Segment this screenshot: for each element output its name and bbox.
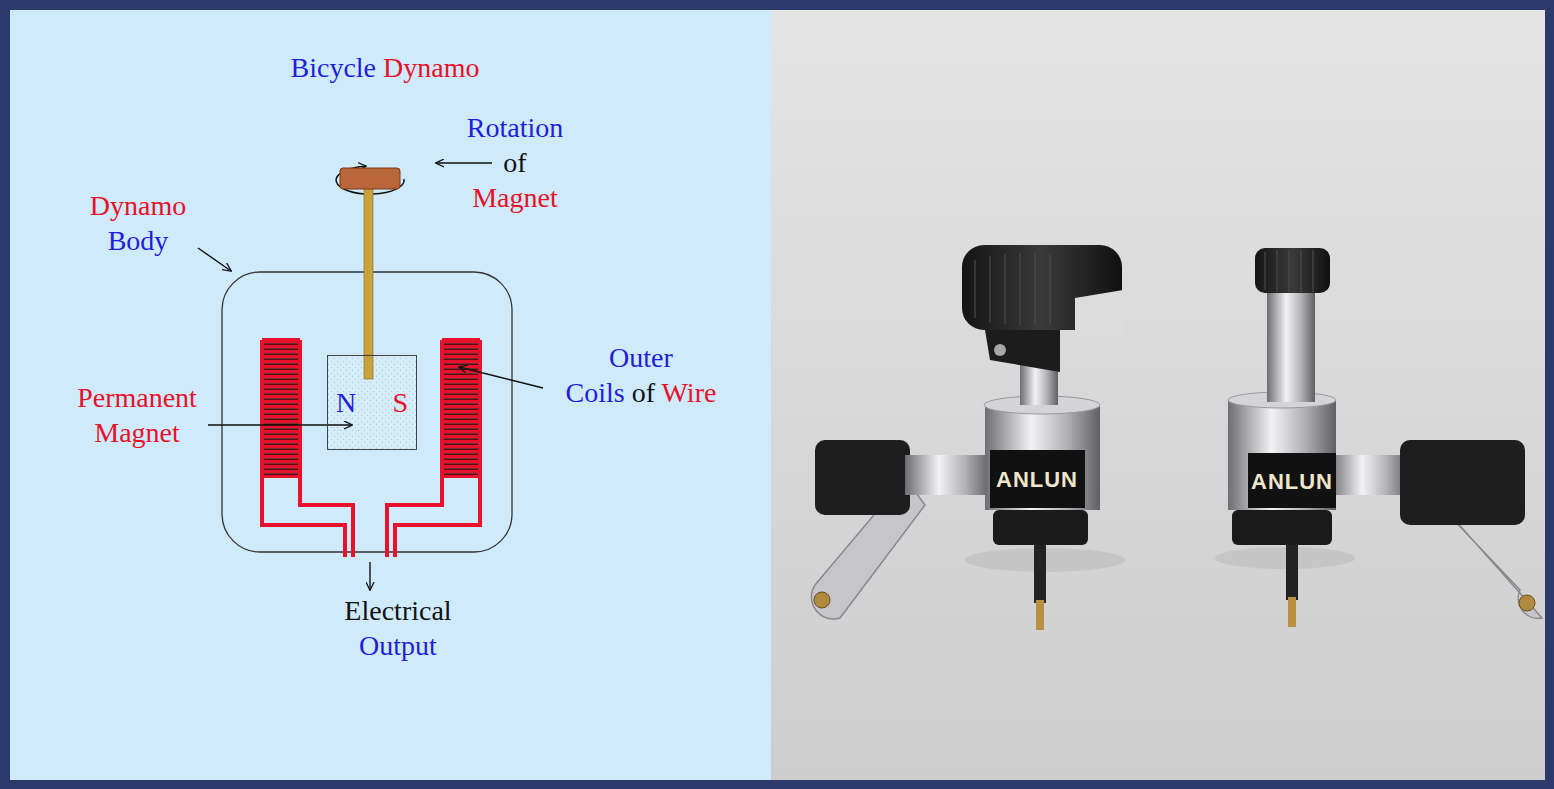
- dynamo-photo-left-part: [815, 440, 910, 515]
- text-line: of: [467, 145, 563, 180]
- part-label: Dynamo Body: [90, 188, 186, 258]
- brand-label: ANLUN: [996, 465, 1078, 495]
- dynamo-photo-right-part: [1265, 250, 1313, 292]
- part-label: Electrical Output: [344, 593, 451, 663]
- dynamo-photo-left-part: [975, 253, 1050, 325]
- word: Rotation: [467, 112, 563, 143]
- text-line: Electrical: [344, 593, 451, 628]
- word: Electrical: [344, 595, 451, 626]
- brand-label: ANLUN: [1251, 467, 1333, 497]
- word: Output: [359, 630, 437, 661]
- dynamo-photo-left: [811, 245, 1125, 630]
- dynamo-photo-right-part: [1286, 545, 1298, 600]
- dynamo-photo-left-part: [985, 405, 1100, 510]
- dynamo-photo-right-part: [1248, 453, 1336, 508]
- dynamo-photo-left-part: [1034, 545, 1046, 603]
- word: of: [503, 147, 526, 178]
- dynamo-photo-right-part: [1519, 595, 1535, 611]
- word: Magnet: [94, 417, 180, 448]
- dynamo-photo-left-part: [994, 344, 1006, 356]
- text-line: Permanent: [77, 380, 197, 415]
- shaft-end: [364, 355, 373, 379]
- word: Coils: [566, 377, 625, 408]
- dynamo-photo-left-part: [1036, 600, 1044, 630]
- diagram-title: Bicycle Dynamo: [291, 50, 480, 85]
- magnet-fill: [327, 355, 417, 450]
- text-line: Dynamo: [90, 188, 186, 223]
- dynamo-photo-right-part: [1288, 597, 1296, 627]
- shaft: [364, 186, 373, 380]
- dynamo-photo-left-part: [985, 330, 1060, 372]
- word: Dynamo: [383, 52, 479, 83]
- right-coil: [442, 340, 480, 478]
- leader-arrow: [459, 367, 543, 388]
- word: Body: [108, 225, 169, 256]
- pole-letter: S: [392, 387, 408, 419]
- dynamo-photo-right-part: [1228, 400, 1336, 510]
- part-label: Permanent Magnet: [77, 380, 197, 450]
- word: Wire: [662, 377, 717, 408]
- dynamo-photo-right-part: [1215, 547, 1355, 569]
- text-line: Magnet: [467, 180, 563, 215]
- dynamo-photo-right-part: [1400, 440, 1525, 525]
- text-line: Bicycle Dynamo: [291, 50, 480, 85]
- dynamo-photo-right-part: [1267, 290, 1315, 402]
- leader-arrow: [198, 248, 231, 271]
- knob: [340, 168, 400, 189]
- output-arrow: [369, 562, 370, 590]
- word: Permanent: [77, 382, 197, 413]
- dynamo-photo-left-part: [814, 592, 830, 608]
- text-line: Magnet: [77, 415, 197, 450]
- leader-arrow: [208, 424, 352, 425]
- dynamo-photo-right-part: [1232, 510, 1332, 545]
- dynamo-photo-right-part: [1255, 248, 1330, 293]
- word: Magnet: [472, 182, 558, 213]
- part-label: Outer Coils of Wire: [566, 340, 717, 410]
- dynamo-drawing: [198, 163, 543, 590]
- left-coil: [262, 340, 300, 478]
- word: ANLUN: [996, 467, 1078, 492]
- part-label: Rotation of Magnet: [467, 110, 563, 215]
- diagram-panel: [10, 10, 771, 780]
- dynamo-photo-right-part: [1330, 455, 1410, 495]
- iron-core: [262, 340, 480, 557]
- word: Outer: [609, 342, 673, 373]
- word: Dynamo: [90, 190, 186, 221]
- magnet-box: NS: [327, 355, 417, 450]
- dynamo-photo-left-part: [993, 510, 1088, 545]
- text-line: ANLUN: [1251, 467, 1333, 497]
- word: of: [632, 377, 655, 408]
- text-line: Rotation: [467, 110, 563, 145]
- photo-panel: [771, 10, 1545, 780]
- dynamo-photo-right: [1215, 248, 1542, 627]
- dynamo-photo-left-part: [990, 450, 1085, 508]
- leader-arrow: [436, 162, 492, 163]
- text-line: Outer: [566, 340, 717, 375]
- text-line: Body: [90, 223, 186, 258]
- text-line: Output: [344, 628, 451, 663]
- dynamo-photo-left-part: [905, 455, 990, 495]
- word: Bicycle: [291, 52, 377, 83]
- dynamo-photo-left-part: [1075, 290, 1123, 336]
- word: ANLUN: [1251, 469, 1333, 494]
- text-line: ANLUN: [996, 465, 1078, 495]
- text-line: Coils of Wire: [566, 375, 717, 410]
- pole-letter: N: [336, 387, 356, 419]
